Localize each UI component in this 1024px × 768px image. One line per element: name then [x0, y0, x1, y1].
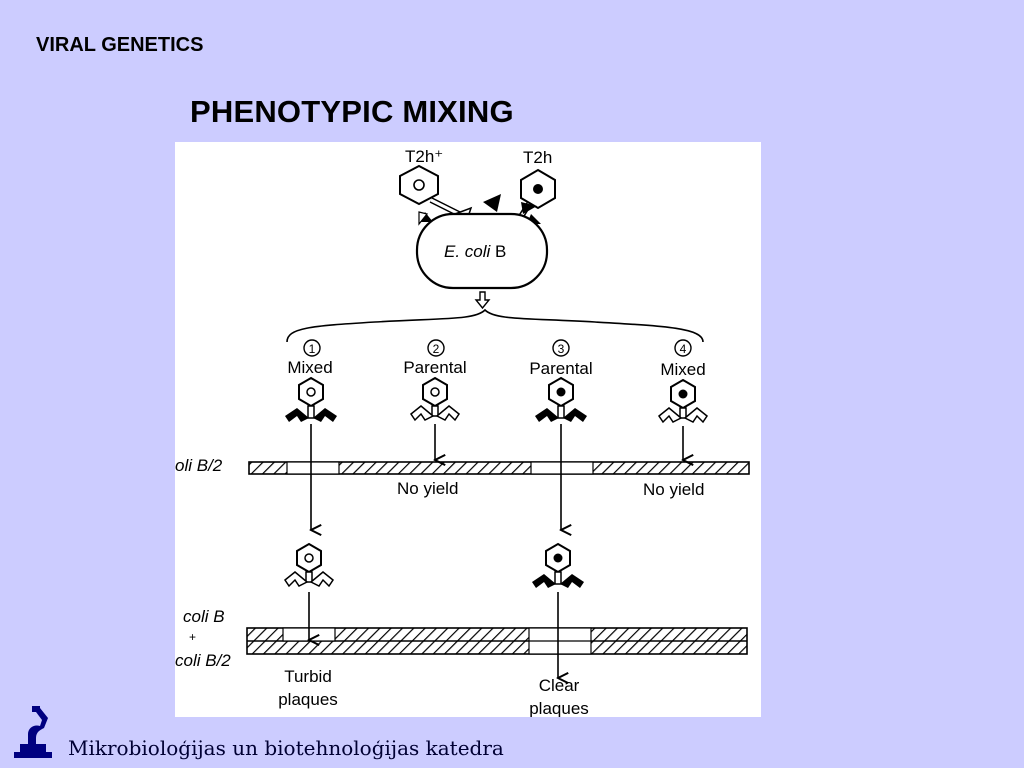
progeny-brace [286, 308, 704, 343]
phage-progeny-left-icon [283, 542, 335, 588]
slide-title: PHENOTYPIC MIXING [190, 94, 514, 129]
phage-parental-2-icon [409, 376, 461, 422]
plate-ecoli-b-plus-b2 [246, 627, 748, 655]
phage-left-label: T2h⁺ [405, 147, 443, 166]
phage-parental-3-icon [535, 376, 587, 422]
department-name: Mikrobioloģijas un biotehnoloģijas kated… [68, 736, 504, 760]
progeny-3: 3 Parental [529, 339, 593, 378]
svg-text:2: 2 [433, 342, 440, 356]
microscope-icon [14, 706, 52, 758]
svg-text:Parental: Parental [403, 358, 466, 377]
progeny-1: 1 Mixed [287, 339, 333, 377]
phage-mixed-1-icon [285, 376, 337, 422]
plate1-label: oli B/2 [175, 456, 223, 475]
result-turbid-line2: plaques [278, 690, 338, 709]
phage-progeny-right-icon [532, 542, 584, 588]
phage-mixed-4-icon [657, 378, 709, 424]
svg-text:Mixed: Mixed [287, 358, 332, 377]
result-turbid-line1: Turbid [284, 667, 332, 686]
down-arrow-icon [474, 291, 491, 310]
svg-text:E. coli B: E. coli B [444, 242, 506, 261]
plate2-plus: + [189, 630, 196, 644]
plate-ecoli-b2 [248, 461, 750, 475]
no-yield-left: No yield [397, 479, 458, 498]
phenotypic-mixing-diagram: T2h⁺ T2h E. coli B 1 Mixed 2 Parental [175, 142, 761, 717]
progeny-4: 4 Mixed [660, 339, 706, 379]
phage-right-label: T2h [523, 148, 552, 167]
result-clear-line1: Clear [539, 676, 580, 695]
section-label: VIRAL GENETICS [36, 34, 204, 56]
svg-text:3: 3 [558, 342, 565, 356]
result-clear-line2: plaques [529, 699, 589, 717]
plate2-label-bottom: coli B/2 [175, 651, 231, 670]
progeny-2: 2 Parental [403, 339, 467, 377]
ecoli-host-cell: E. coli B [415, 212, 549, 290]
svg-text:Mixed: Mixed [660, 360, 705, 379]
svg-text:4: 4 [680, 342, 687, 356]
phage-t2h-plus-icon [399, 164, 473, 222]
svg-text:1: 1 [309, 342, 316, 356]
plate2-label-top: coli B [183, 607, 225, 626]
svg-text:Parental: Parental [529, 359, 592, 378]
no-yield-right: No yield [643, 480, 704, 499]
